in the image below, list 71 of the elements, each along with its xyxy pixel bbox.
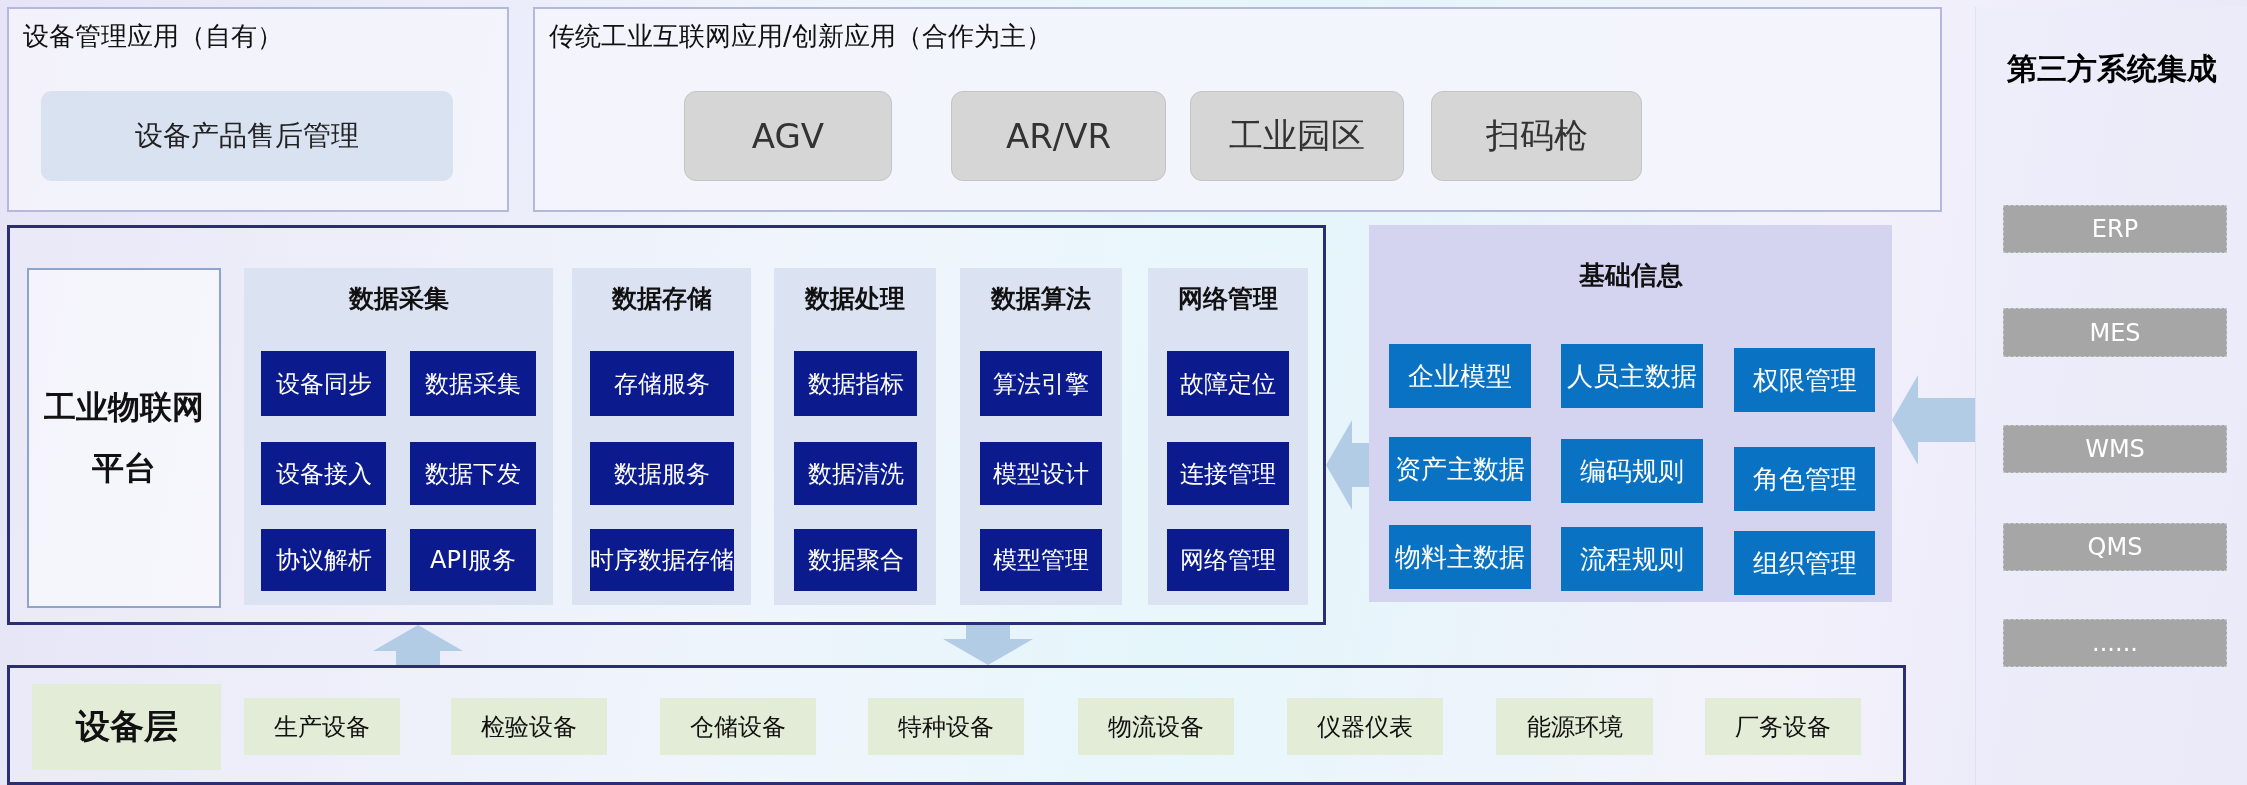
- column-title: 数据存储: [610, 283, 713, 315]
- block-arrow: [1892, 375, 1975, 465]
- panel-title: 第三方系统集成: [2005, 50, 2218, 88]
- app-box: AGV: [684, 91, 892, 181]
- function-box: 网络管理: [1167, 529, 1289, 591]
- data-box: 人员主数据: [1561, 344, 1703, 408]
- system-box: WMS: [2003, 425, 2227, 473]
- column-title: 网络管理: [1177, 283, 1279, 315]
- function-box: 协议解析: [261, 529, 386, 591]
- device-box: 检验设备: [451, 698, 607, 755]
- data-box: 编码规则: [1561, 439, 1703, 503]
- data-box: 物料主数据: [1389, 525, 1531, 589]
- function-box: 数据采集: [410, 351, 536, 416]
- column-title: 数据算法: [990, 283, 1092, 315]
- function-box: 存储服务: [590, 351, 734, 416]
- module-column: [572, 268, 751, 605]
- device-box: 仪器仪表: [1287, 698, 1443, 755]
- layer-title-box: 设备层: [32, 684, 221, 770]
- device-box: 物流设备: [1078, 698, 1234, 755]
- data-box: 组织管理: [1734, 531, 1875, 595]
- function-box: 数据下发: [410, 442, 536, 505]
- app-panel: [533, 7, 1942, 212]
- function-box: 连接管理: [1167, 442, 1289, 505]
- data-box: 权限管理: [1734, 348, 1875, 412]
- system-box: ERP: [2003, 205, 2227, 253]
- device-box: 仓储设备: [660, 698, 816, 755]
- function-box: 数据指标: [794, 351, 917, 416]
- function-box: 时序数据存储: [590, 529, 734, 591]
- app-box: 设备产品售后管理: [41, 91, 453, 181]
- platform-title-box: 工业物联网平台: [27, 268, 221, 608]
- function-box: 数据服务: [590, 442, 734, 505]
- function-box: 模型管理: [980, 529, 1102, 591]
- data-box: 流程规则: [1561, 527, 1703, 591]
- block-arrow: [1326, 420, 1369, 510]
- module-column: [960, 268, 1122, 605]
- integration-panel: [1975, 7, 2247, 785]
- panel-title: 设备管理应用（自有）: [23, 20, 283, 53]
- function-box: 设备接入: [261, 442, 386, 505]
- function-box: 故障定位: [1167, 351, 1289, 416]
- function-box: API服务: [410, 529, 536, 591]
- app-box: AR/VR: [951, 91, 1166, 181]
- layer-frame: [7, 225, 1326, 625]
- block-arrow: [373, 625, 463, 665]
- device-box: 特种设备: [868, 698, 1024, 755]
- block-arrow: [943, 625, 1033, 665]
- column-title: 数据处理: [804, 283, 906, 315]
- function-box: 数据聚合: [794, 529, 917, 591]
- layer-frame: [7, 665, 1906, 785]
- data-box: 企业模型: [1389, 344, 1531, 408]
- system-box: ......: [2003, 619, 2227, 667]
- function-box: 设备同步: [261, 351, 386, 416]
- panel-title: 基础信息: [1577, 259, 1684, 292]
- data-box: 资产主数据: [1389, 437, 1531, 501]
- function-box: 模型设计: [980, 442, 1102, 505]
- app-panel: [7, 7, 509, 212]
- app-box: 扫码枪: [1431, 91, 1642, 181]
- module-column: [1148, 268, 1308, 605]
- system-box: MES: [2003, 308, 2227, 357]
- device-box: 生产设备: [244, 698, 400, 755]
- module-column: [244, 268, 553, 605]
- module-column: [774, 268, 936, 605]
- function-box: 算法引擎: [980, 351, 1102, 416]
- device-box: 厂务设备: [1705, 698, 1861, 755]
- system-box: QMS: [2003, 523, 2227, 571]
- device-box: 能源环境: [1496, 698, 1653, 755]
- panel-title: 传统工业互联网应用/创新应用（合作为主）: [549, 20, 1052, 53]
- app-box: 工业园区: [1190, 91, 1404, 181]
- column-title: 数据采集: [347, 283, 450, 315]
- function-box: 数据清洗: [794, 442, 917, 505]
- info-panel: [1369, 225, 1892, 602]
- data-box: 角色管理: [1734, 447, 1875, 511]
